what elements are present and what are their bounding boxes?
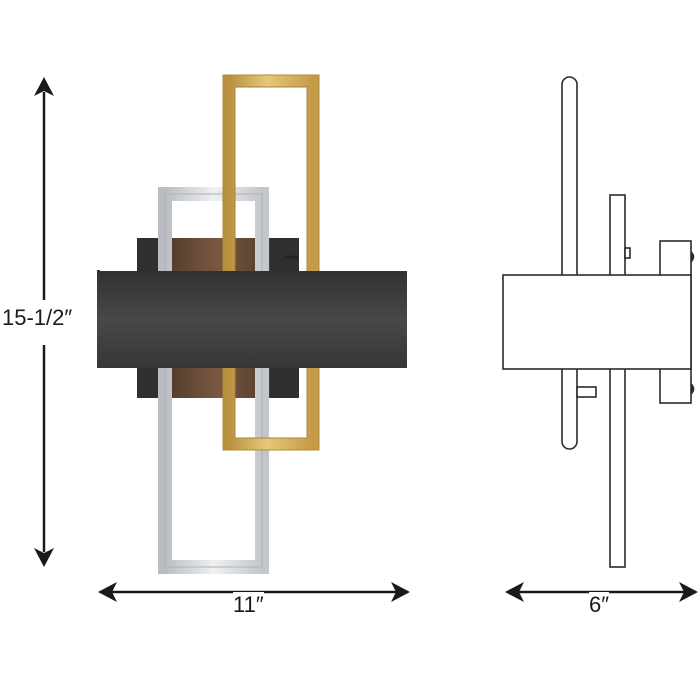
- arrow-down-icon: [34, 548, 54, 567]
- silver-frame-lower: [165, 368, 262, 567]
- arrow-left-icon: [505, 582, 524, 602]
- shade-box: [502, 274, 692, 370]
- shade: [97, 271, 407, 368]
- sconce-front-view: [96, 74, 407, 574]
- width-label: 11″: [233, 592, 264, 618]
- height-dimension-arrow: [34, 77, 54, 567]
- gold-frame-lower: [223, 368, 319, 450]
- height-label: 15-1/2″: [2, 303, 73, 333]
- bracket: [576, 386, 597, 398]
- depth-label: 6″: [589, 592, 610, 618]
- arrow-right-icon: [679, 582, 698, 602]
- thin-bar: [609, 194, 626, 568]
- rounded-bar: [561, 76, 578, 450]
- arrow-left-icon: [98, 582, 117, 602]
- arrow-right-icon: [391, 582, 410, 602]
- arrow-up-icon: [34, 77, 54, 96]
- sconce-side-view: [502, 76, 695, 568]
